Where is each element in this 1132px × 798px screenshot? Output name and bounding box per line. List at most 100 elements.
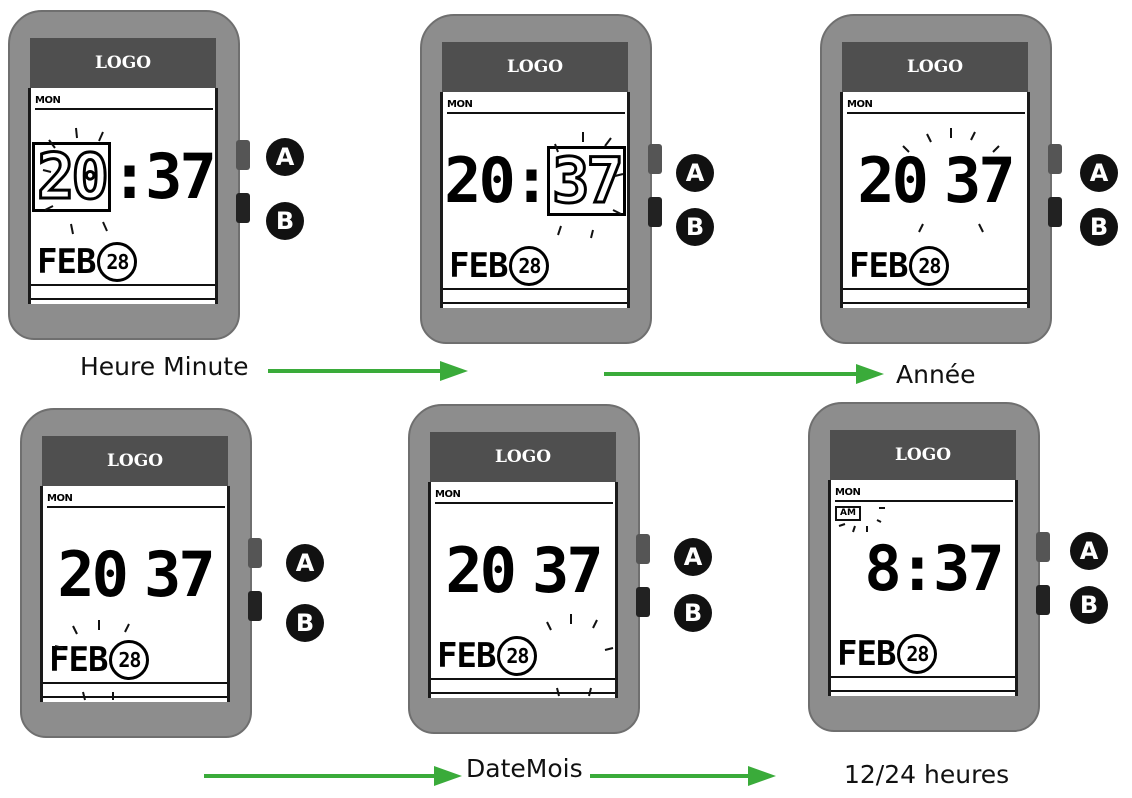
date-number: 28 [897, 633, 938, 674]
button-b-icon: B [1070, 586, 1108, 624]
month-text: FEB [449, 245, 508, 286]
month-text: FEB [37, 241, 96, 282]
logo-label: LOGO [442, 42, 628, 92]
label-hour-minute: Heure Minute [80, 352, 249, 381]
hour-digits: 20 [857, 144, 929, 217]
logo-label: LOGO [430, 432, 616, 482]
month-text: FEB [849, 245, 908, 286]
hour-digits: 20 [444, 144, 516, 217]
side-button-b [1048, 197, 1062, 227]
date-number: 28 [497, 635, 538, 676]
button-a-icon: A [266, 138, 304, 176]
day-indicator: MON [35, 94, 213, 110]
side-button-b [236, 193, 250, 223]
bottom-rule [443, 288, 627, 304]
time-colon: : [898, 532, 936, 605]
button-b-icon: B [674, 594, 712, 632]
arrow-right-icon [604, 364, 884, 384]
logo-label: LOGO [42, 436, 228, 486]
button-a-icon: A [674, 538, 712, 576]
bottom-rule [831, 676, 1015, 692]
side-button-b [636, 587, 650, 617]
bottom-rule [31, 284, 215, 300]
time-display: 20:37 [31, 140, 215, 214]
day-indicator: MON [447, 98, 625, 114]
side-button-a [648, 144, 662, 174]
time-colon: : [110, 140, 148, 213]
day-indicator: MON [847, 98, 1025, 114]
minute-digits: 37 [144, 538, 216, 611]
minute-digits: 37 [532, 534, 604, 607]
label-12-24-hours: 12/24 heures [844, 760, 1010, 789]
month-text: FEB [49, 639, 108, 680]
ampm-indicator: AM [835, 506, 861, 521]
time-colon: : [512, 144, 550, 217]
button-a-icon: A [1080, 154, 1118, 192]
button-b-icon: B [1080, 208, 1118, 246]
time-display: 8:37 [831, 532, 1015, 606]
day-indicator: MON [435, 488, 613, 504]
side-button-a [236, 140, 250, 170]
time-display: 20:37 [443, 144, 627, 218]
bottom-rule [43, 682, 227, 698]
day-indicator: MON [47, 492, 225, 508]
side-button-a [248, 538, 262, 568]
arrow-right-icon [590, 766, 776, 786]
hour-digits: 8 [864, 532, 901, 605]
bottom-rule [431, 678, 615, 694]
date-number: 28 [109, 639, 150, 680]
side-button-b [1036, 585, 1050, 615]
side-button-a [636, 534, 650, 564]
label-date-month: DateMois [466, 754, 583, 783]
button-b-icon: B [266, 202, 304, 240]
bottom-rule [843, 288, 1027, 304]
button-a-icon: A [1070, 532, 1108, 570]
side-button-b [248, 591, 262, 621]
arrow-right-icon [268, 361, 468, 381]
minute-digits: 37 [944, 144, 1016, 217]
button-b-icon: B [676, 208, 714, 246]
hour-digits: 20 [445, 534, 517, 607]
hour-digits: 20 [57, 538, 129, 611]
hour-digits: 20 [32, 142, 111, 212]
side-button-a [1036, 532, 1050, 562]
button-a-icon: A [676, 154, 714, 192]
date-number: 28 [909, 245, 950, 286]
month-text: FEB [837, 633, 896, 674]
minute-digits: 37 [933, 532, 1005, 605]
arrow-right-icon [204, 766, 462, 786]
logo-label: LOGO [30, 38, 216, 88]
minute-digits: 37 [145, 140, 215, 213]
button-a-icon: A [286, 544, 324, 582]
label-year: Année [896, 360, 976, 389]
day-indicator: MON [835, 486, 1013, 502]
minute-digits: 37 [547, 146, 626, 216]
logo-label: LOGO [842, 42, 1028, 92]
month-text: FEB [437, 635, 496, 676]
side-button-a [1048, 144, 1062, 174]
logo-label: LOGO [830, 430, 1016, 480]
date-number: 28 [97, 241, 138, 282]
side-button-b [648, 197, 662, 227]
button-b-icon: B [286, 604, 324, 642]
